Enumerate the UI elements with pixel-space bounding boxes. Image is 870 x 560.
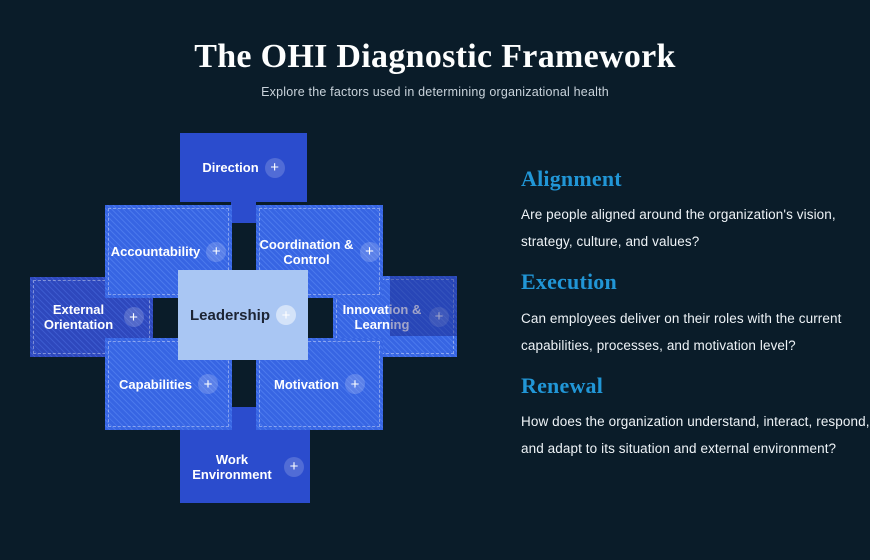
plus-icon[interactable]: + <box>197 374 218 394</box>
motivation-label: Motivation <box>274 376 339 392</box>
plus-icon[interactable]: + <box>284 456 304 477</box>
work-environment-label: Work Environment <box>192 451 272 482</box>
plus-icon[interactable]: + <box>429 306 449 327</box>
plus-icon[interactable]: + <box>264 157 285 178</box>
plus-icon[interactable]: + <box>206 241 227 262</box>
direction-label: Direction <box>202 160 259 175</box>
page-title: The OHI Diagnostic Framework <box>194 38 676 75</box>
section-execution: Execution Can employees deliver on their… <box>521 269 870 358</box>
execution-body: Can employees deliver on their roles wit… <box>521 310 842 353</box>
work-environment-box[interactable]: Work Environment + <box>180 430 310 503</box>
innovation-learning-label: Innovation & Learning <box>342 301 422 332</box>
alignment-body: Are people aligned around the organizati… <box>521 207 836 250</box>
page-header: The OHI Diagnostic Framework Explore the… <box>0 38 870 99</box>
alignment-heading: Alignment <box>521 166 622 191</box>
section-renewal: Renewal How does the organization unders… <box>521 373 870 462</box>
execution-heading: Execution <box>521 269 617 295</box>
coordination-control-label: Coordination & Control <box>259 236 354 267</box>
renewal-heading: Renewal <box>521 372 604 398</box>
page-subtitle: Explore the factors used in determining … <box>261 85 609 99</box>
external-orientation-label: External Orientation <box>43 302 114 332</box>
plus-icon[interactable]: + <box>359 241 380 262</box>
info-column: Alignment Are people aligned around the … <box>521 166 870 476</box>
accountability-label: Accountability <box>110 244 201 259</box>
renewal-body: How does the organization understand, in… <box>521 414 870 457</box>
direction-box[interactable]: Direction + <box>180 133 307 202</box>
leadership-box[interactable]: Leadership + <box>178 270 308 360</box>
section-alignment: Alignment Are people aligned around the … <box>521 166 870 255</box>
leadership-label: Leadership <box>189 306 271 324</box>
capabilities-label: Capabilities <box>119 376 192 392</box>
plus-icon[interactable]: + <box>276 305 297 325</box>
plus-icon[interactable]: + <box>123 307 144 327</box>
connector-bottom <box>231 407 256 430</box>
connector-top <box>231 200 256 223</box>
plus-icon[interactable]: + <box>345 374 365 394</box>
